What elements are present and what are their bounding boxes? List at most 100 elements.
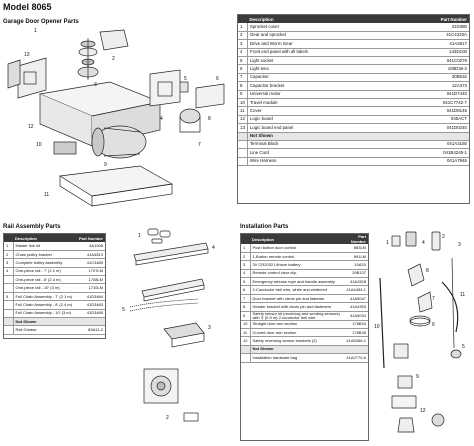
install-row-part-number: 41A2828	[342, 277, 368, 287]
install-row-description: Remote control visor clip	[250, 269, 343, 279]
install-title: Installation Parts	[240, 224, 289, 230]
opener-callout-6: 6	[216, 76, 219, 82]
opener-not-shown-part-number: 041B4245-1	[396, 148, 469, 158]
install-row-part-number: 178B35	[342, 328, 368, 338]
opener-row-part-number: 143D100	[396, 48, 469, 58]
install-not-shown-part-number: 41A2770-6	[342, 353, 368, 363]
rail-row-description: Complete trolley assembly	[13, 258, 77, 268]
rail-row-part-number: 41D3485	[76, 309, 105, 319]
opener-row-part-number: 041D0240	[396, 123, 469, 133]
rail-callout-5: 5	[122, 307, 125, 313]
opener-not-shown-part-number: 041A3150	[396, 140, 469, 150]
opener-callout-8: 8	[208, 116, 211, 122]
opener-row-description: Capacitor bracket	[247, 81, 397, 91]
rail-not-shown-description: Rail Grease	[13, 325, 77, 335]
install-row-description: 1-Button remote control	[250, 252, 343, 262]
rail-title: Rail Assembly Parts	[3, 224, 61, 230]
install-row-number: 8	[241, 302, 251, 312]
install-callout-3: 3	[458, 242, 461, 248]
install-row-number: 1	[241, 244, 251, 253]
install-row-part-number: 10A20	[342, 260, 368, 270]
install-row-description: Door bracket with clevis pin and fastene…	[250, 294, 343, 304]
rail-row-description: Chain pulley bracket	[13, 250, 77, 260]
opener-row-number: 5	[238, 56, 248, 66]
opener-not-shown-part-number: 041A7946	[396, 157, 469, 167]
opener-row-number: 2	[238, 31, 248, 41]
opener-callout-13: 13	[24, 52, 30, 58]
opener-row-part-number: 041C7742-7	[396, 98, 469, 108]
install-callout-9: 9	[416, 374, 419, 380]
rail-row-description: One-piece rail - 7' (2.1 m)	[13, 267, 77, 277]
install-row-description: Header bracket with clevis pin and faste…	[250, 302, 343, 312]
opener-row-number: 1	[238, 23, 248, 32]
install-callout-10: 10	[374, 324, 380, 330]
install-row-description: Emergency release rope and handle assemb…	[250, 277, 343, 287]
opener-callout-12: 12	[28, 124, 34, 130]
opener-row-description: Drive and Worm Gear	[247, 39, 397, 49]
opener-callout-11: 11	[44, 192, 49, 198]
opener-callout-1: 1	[34, 28, 37, 34]
opener-row-description: Logic board	[247, 115, 397, 125]
install-row-description: Curved door arm section	[250, 328, 343, 338]
opener-row-description: Light lens	[247, 64, 397, 74]
rail-row: Full Chain Assembly - 10' (3 m)41D3485	[4, 309, 105, 319]
install-row-number: 9	[241, 311, 251, 321]
rail-callout-1: 1	[138, 233, 141, 239]
rail-callout-3: 3	[208, 325, 211, 331]
opener-row-number: 13	[238, 123, 248, 133]
install-row-part-number: 29B137	[342, 269, 368, 279]
rail-row-description: Full Chain Assembly - 7' (2.1 m)	[13, 292, 77, 302]
install-row-part-number: 41A4494-1	[342, 285, 368, 295]
install-not-shown-description: Installation hardware bag	[250, 353, 343, 363]
rail-row-number	[4, 309, 14, 319]
rail-callout-4: 4	[212, 245, 215, 251]
opener-callout-10: 10	[36, 142, 42, 148]
opener-row-number: 8	[238, 81, 248, 91]
rail-not-shown-part-number: 83A11-2	[76, 325, 105, 335]
opener-row-number: 10	[238, 98, 248, 108]
install-row-description: Safety sensor kit (receiving and sending…	[250, 311, 343, 321]
install-col-part-number: Part Number	[342, 234, 368, 244]
opener-row-number: 3	[238, 39, 248, 49]
opener-not-shown-description: Wire Harness	[247, 157, 397, 167]
opener-row-number: 4	[238, 48, 248, 58]
rail-row-description: Full Chain Assembly - 8' (2.4 m)	[13, 300, 77, 310]
install-row-part-number: 891LM	[342, 252, 368, 262]
opener-callout-3: 3	[94, 82, 97, 88]
opener-col-description: Description	[247, 15, 397, 23]
install-callout-5: 5	[462, 344, 465, 350]
install-row-description: Push button door control	[250, 244, 343, 253]
install-row-number: 4	[241, 269, 251, 279]
rail-row-part-number: 1710LM	[76, 283, 105, 293]
rail-exploded-diagram: 1 2 3 4 5	[122, 228, 215, 422]
install-callout-11: 11	[460, 292, 465, 298]
install-row-part-number: 41A5047	[342, 294, 368, 304]
install-row-part-number: 41A4353	[342, 302, 368, 312]
install-row-number: 5	[241, 277, 251, 287]
rail-row-description: One-piece rail - 10' (3 m)	[13, 283, 77, 293]
rail-callout-2: 2	[166, 415, 169, 421]
install-row-description: 2-Conductor bell wire, white and white/r…	[250, 285, 343, 295]
